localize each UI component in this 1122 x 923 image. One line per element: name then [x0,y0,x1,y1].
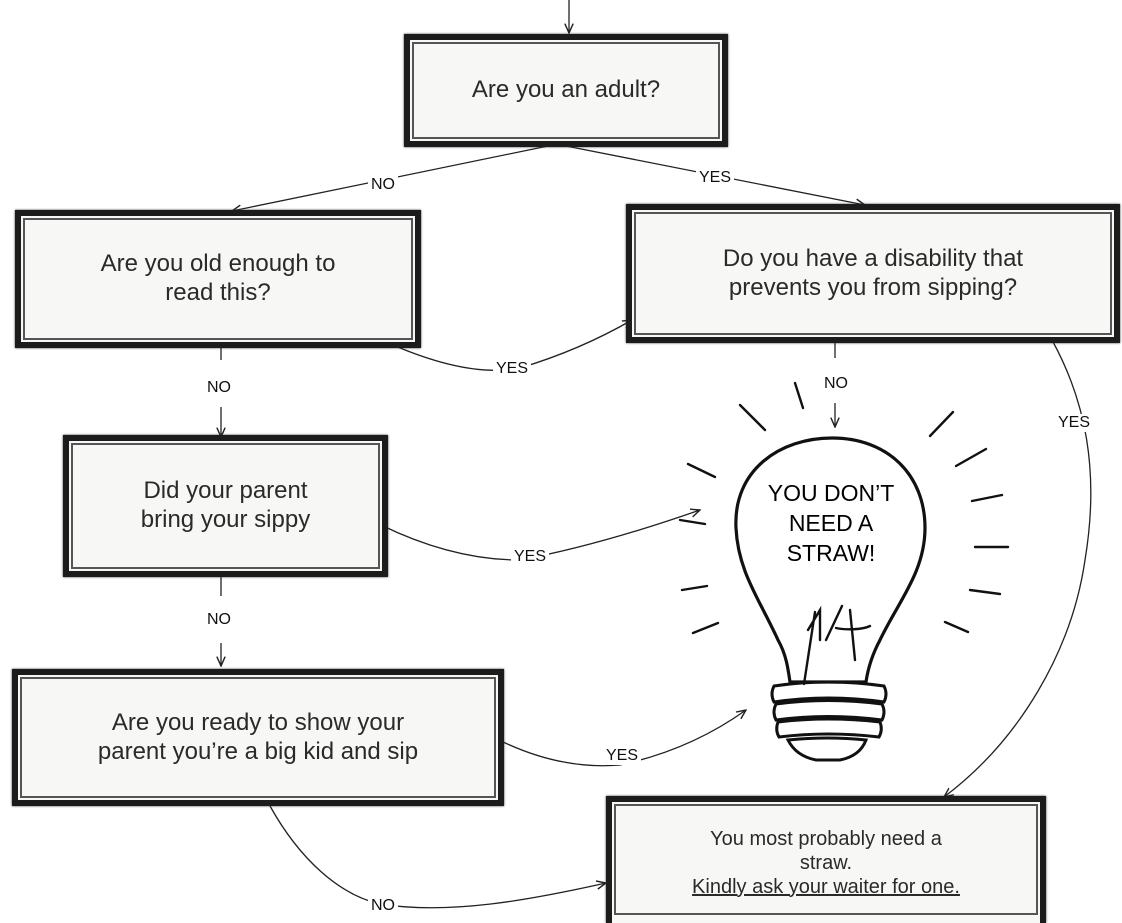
node-text: Are you ready to show your [111,708,405,736]
node-need-straw: You most probably need a straw. Kindly a… [606,796,1046,923]
node-old-enough-to-read: Are you old enough to read this? [15,210,421,348]
edge-big-kid-yes [498,710,746,767]
lightbulb-icon [678,381,1010,762]
edge-big-kid-no [269,805,606,909]
node-text: STRAW! [786,540,876,566]
node-text: Are you an adult? [471,76,661,104]
node-text: Did your parent [143,477,308,505]
edge-label-big-kid-yes: YES [602,747,642,765]
node-text: Do you have a disability that [722,244,1024,272]
edge-label-disability-no: NO [821,375,851,393]
node-text: NEED A [788,510,874,536]
node-text: bring your sippy [140,506,311,533]
node-disability: Do you have a disability that prevents y… [626,204,1120,343]
node-text: You most probably need a [710,827,942,850]
node-text: prevents you from sipping? [728,273,1018,301]
edge-label-old-enough-no: NO [204,379,234,397]
edge-label-sippy-yes: YES [510,548,550,566]
node-text: YOU DON’T [767,480,895,506]
node-parent-sippy: Did your parent bring your sippy [63,435,388,577]
node-text: straw. [799,851,853,874]
node-big-kid: Are you ready to show your parent you’re… [12,669,504,806]
edge-label-adult-yes: YES [695,169,735,187]
edge-disability-yes [944,339,1092,797]
node-no-straw: YOU DON’T NEED A STRAW! [733,478,929,568]
node-text: read this? [165,279,271,306]
node-text: parent you’re a big kid and sip [97,737,419,765]
edge-label-adult-no: NO [368,176,398,194]
edge-label-sippy-no: NO [204,611,234,629]
edge-label-big-kid-no: NO [368,897,398,915]
node-text: Kindly ask your waiter for one. [692,875,960,898]
edge-label-disability-yes: YES [1054,414,1094,432]
node-text: Are you old enough to [100,250,336,278]
node-are-you-an-adult: Are you an adult? [404,34,728,147]
edge-label-old-enough-yes: YES [492,360,532,378]
